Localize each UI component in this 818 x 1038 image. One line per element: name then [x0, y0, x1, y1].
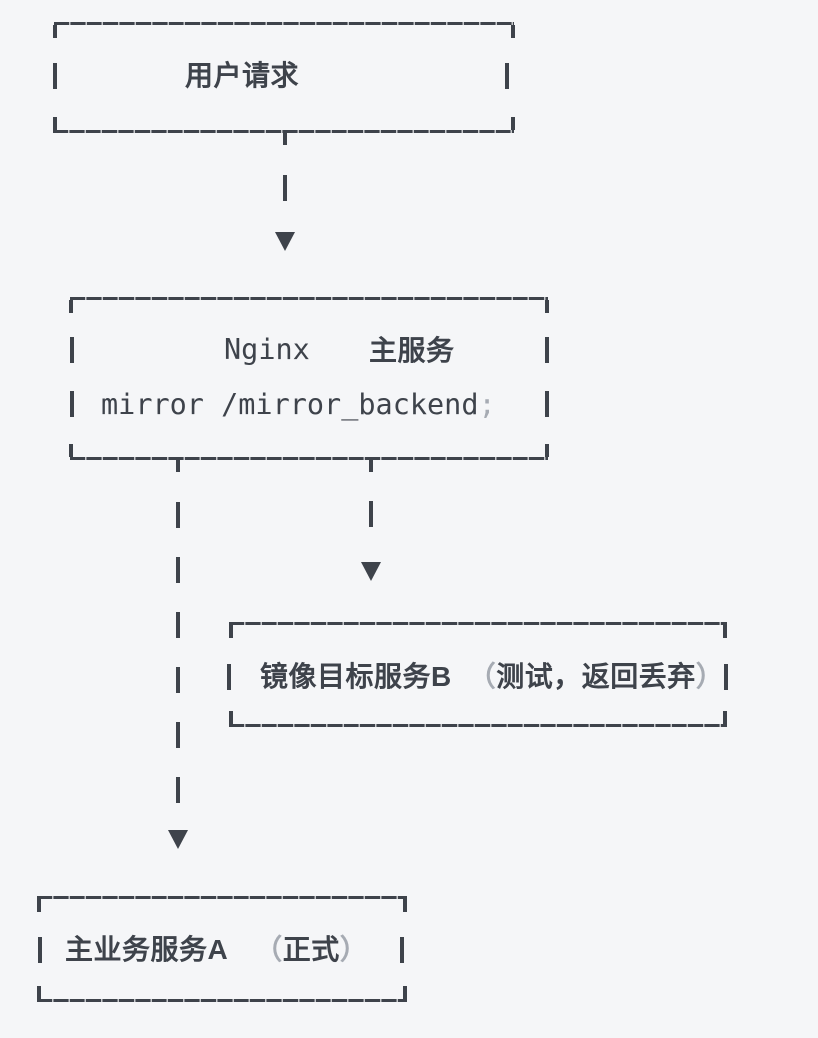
box-bottom-border [37, 999, 407, 1002]
paren-open: （ [254, 934, 283, 965]
box-left-border [53, 63, 57, 89]
box-corner [69, 300, 73, 313]
label-note: 测试，返回丢弃 [496, 661, 696, 692]
box-left-border [70, 337, 74, 363]
connector-line [176, 667, 180, 693]
box-corner [723, 625, 727, 638]
nginx-mirror-directive: mirror /mirror_backend; [101, 390, 496, 420]
box-right-border [724, 664, 728, 690]
arrow-down-icon [168, 830, 188, 849]
box-corner [229, 625, 233, 638]
paren-close: ） [339, 934, 369, 965]
paren-close: ） [695, 661, 725, 692]
box-corner [53, 25, 57, 38]
directive-semicolon: ; [478, 388, 496, 421]
connector-tee [283, 133, 287, 145]
box-corner [53, 117, 57, 130]
box-top-border [229, 622, 727, 625]
connector-line [176, 557, 180, 583]
directive-text: mirror /mirror_backend [101, 388, 479, 421]
connector-line [369, 501, 373, 527]
box-right-border [505, 63, 509, 89]
arrow-down-icon [361, 562, 381, 581]
box-right-border [400, 937, 404, 963]
box-corner [723, 711, 727, 724]
arrow-down-icon [275, 232, 295, 251]
box-left-border [38, 937, 42, 963]
box-corner [545, 300, 549, 313]
box-right-border [545, 337, 549, 363]
box-corner [403, 986, 407, 999]
box-bottom-border [70, 457, 548, 460]
box-corner [37, 986, 41, 999]
mirror-target-label: 镜像目标服务B （测试，返回丢弃） [260, 662, 724, 692]
box-corner [403, 899, 407, 912]
box-left-border [227, 664, 231, 690]
box-top-border [54, 22, 514, 25]
connector-line [283, 175, 287, 201]
connector-tee [176, 460, 180, 472]
box-corner [229, 711, 233, 724]
box-corner [545, 444, 549, 457]
paren-open: （ [467, 661, 497, 692]
label-text: 主业务服务A [65, 934, 229, 965]
connector-line [176, 502, 180, 528]
nginx-title-cjk: 主服务 [369, 335, 455, 366]
box-corner [511, 117, 515, 130]
connector-tee [369, 460, 373, 472]
box-right-border [545, 391, 549, 417]
user-request-label: 用户请求 [185, 60, 300, 91]
label-note: 正式 [282, 934, 340, 965]
box-corner [69, 444, 73, 457]
box-bottom-border [53, 130, 514, 133]
nginx-title-latin: Nginx [224, 333, 310, 366]
box-corner [511, 25, 515, 38]
box-corner [37, 899, 41, 912]
box-top-border [37, 896, 407, 899]
box-left-border [70, 391, 74, 417]
connector-line [176, 612, 180, 638]
label-text: 镜像目标服务B [260, 661, 452, 692]
box-top-border [70, 297, 548, 300]
main-service-label: 主业务服务A （正式） [65, 935, 368, 965]
connector-line [176, 722, 180, 748]
box-bottom-border [229, 724, 727, 727]
connector-line [176, 777, 180, 803]
